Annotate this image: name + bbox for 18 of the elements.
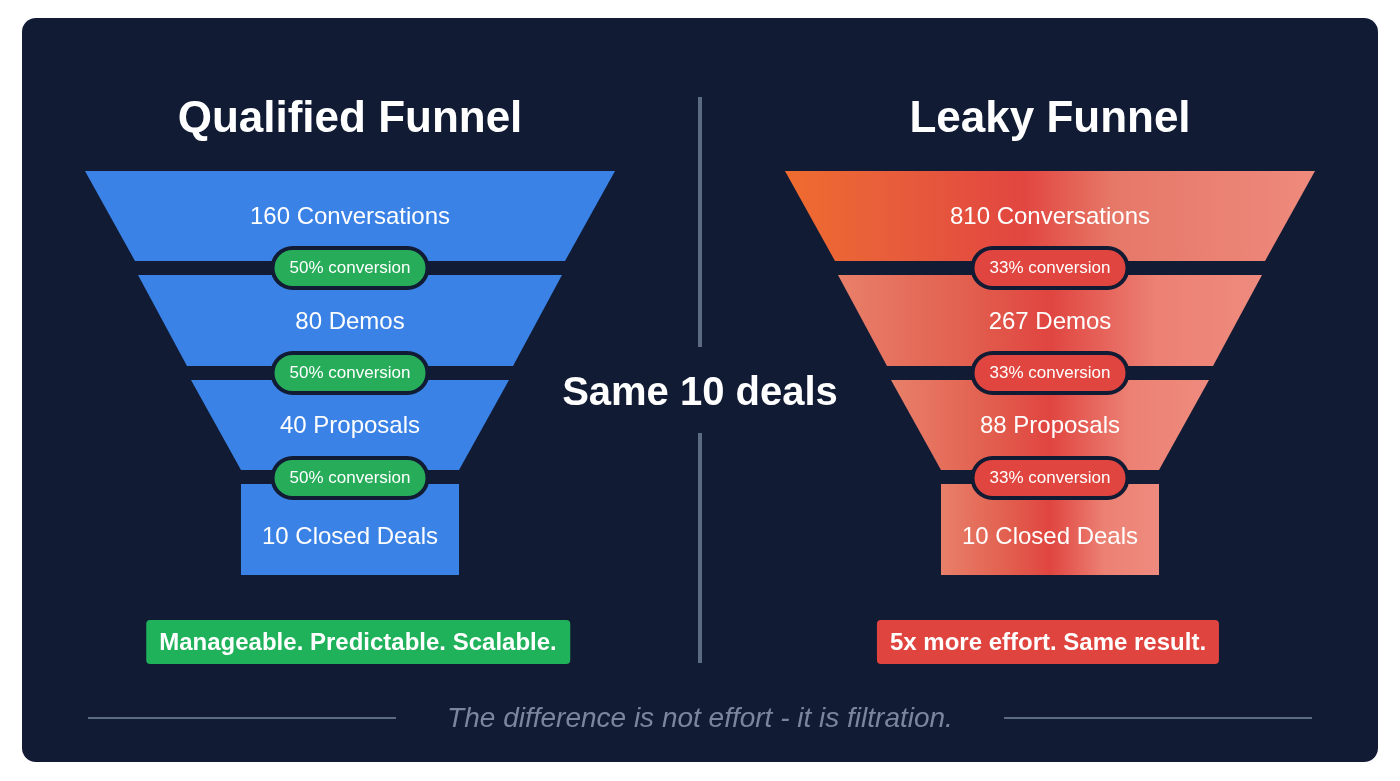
stage-label: 80 Demos	[295, 306, 405, 335]
summary-badge: 5x more effort. Same result.	[876, 620, 1220, 664]
funnel-stage	[838, 275, 1262, 366]
summary-badge: Manageable. Predictable. Scalable.	[146, 620, 570, 664]
funnel-title: Leaky Funnel	[909, 92, 1191, 142]
funnel-stage	[138, 275, 562, 366]
stage-label: 267 Demos	[988, 306, 1112, 335]
stage-label: 810 Conversations	[949, 202, 1151, 230]
funnel-title: Qualified Funnel	[177, 92, 523, 142]
comparison-label: Same 10 deals	[562, 368, 838, 414]
stage-label: 40 Proposals	[279, 411, 421, 439]
stage-label: 10 Closed Deals	[961, 521, 1139, 550]
funnel-stage	[191, 380, 509, 470]
stage-label: 160 Conversations	[249, 202, 451, 230]
stage-label: 88 Proposals	[979, 411, 1121, 439]
stage-label: 10 Closed Deals	[261, 521, 439, 550]
funnel-stage	[891, 380, 1209, 470]
caption-text: The difference is not effort - it is filtration.	[447, 702, 953, 734]
